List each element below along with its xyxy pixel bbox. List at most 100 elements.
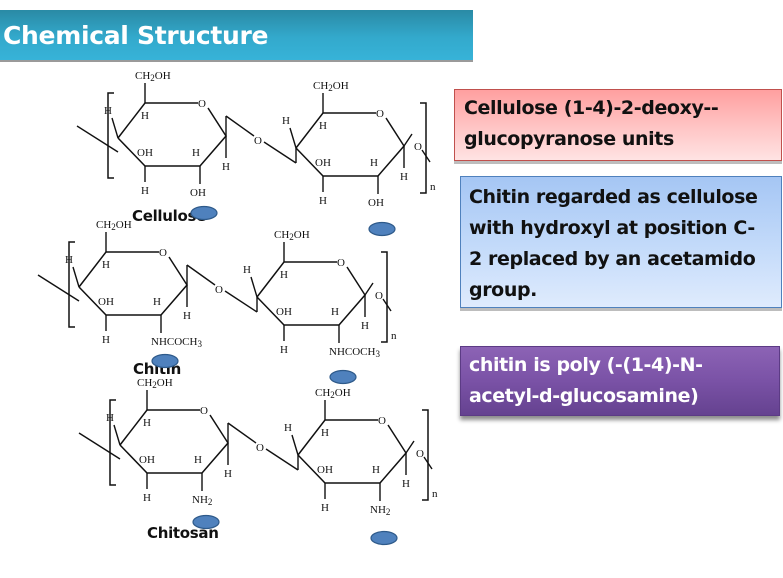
ring-oxygen-label: O xyxy=(337,257,345,269)
ring-bond xyxy=(297,419,378,456)
ch2oh-label: CH2OH xyxy=(137,377,173,390)
ring-bond xyxy=(381,251,388,343)
hydrogen-label: H xyxy=(321,502,329,514)
hydrogen-label: H xyxy=(284,422,292,434)
hydrogen-label: H xyxy=(183,310,191,322)
hydrogen-label: H xyxy=(370,157,378,169)
highlight-marker xyxy=(190,205,218,221)
hydrogen-label: H xyxy=(331,306,339,318)
c2-substituent-label: NHCOCH3 xyxy=(329,346,380,359)
chitin-note-line: Chitin regarded as cellulose xyxy=(469,186,758,208)
hydrogen-label: H xyxy=(224,468,232,480)
bond-line xyxy=(403,133,413,147)
highlight-marker xyxy=(192,514,220,530)
hydrogen-label: H xyxy=(104,105,112,117)
ring-oxygen-label: O xyxy=(200,405,208,417)
ring-oxygen-label: O xyxy=(198,98,206,110)
ring-bond xyxy=(295,112,376,149)
c2-substituent-label: OH xyxy=(190,187,206,199)
repeat-n-label: n xyxy=(432,488,438,500)
hydrogen-label: H xyxy=(141,185,149,197)
ring-oxygen-label: O xyxy=(378,415,386,427)
chitin-note-box: Chitin regarded as cellulose with hydrox… xyxy=(460,176,782,308)
hydroxyl-label: OH xyxy=(317,464,333,476)
ring-bond xyxy=(256,261,337,298)
ring-bond xyxy=(109,399,116,486)
chitin-note-line: 2 replaced by an acetamido xyxy=(469,248,756,270)
hydrogen-label: H xyxy=(372,464,380,476)
chitin-formula-box: chitin is poly (-(1-4)-N- acetyl-d-gluco… xyxy=(460,346,780,416)
ring-bond xyxy=(78,251,159,288)
highlight-marker xyxy=(329,369,357,385)
bond-line xyxy=(111,117,119,139)
hydrogen-label: H xyxy=(280,269,288,281)
hydrogen-label: H xyxy=(280,344,288,356)
hydrogen-label: H xyxy=(222,161,230,173)
ring-oxygen-label: O xyxy=(376,108,384,120)
bond-line xyxy=(250,276,258,298)
hydrogen-label: H xyxy=(153,296,161,308)
end-oxygen-label: O xyxy=(414,141,422,153)
hydrogen-label: H xyxy=(194,454,202,466)
bridge-oxygen-label: O xyxy=(215,284,223,296)
hydrogen-label: H xyxy=(243,264,251,276)
structure-chitin: OCH2OHHHOHHHNHCOCH3HOOCH2OHHHOHHHNHCOCH3… xyxy=(37,219,397,385)
hydroxyl-label: OH xyxy=(139,454,155,466)
hydrogen-label: H xyxy=(192,147,200,159)
bridge-oxygen-label: O xyxy=(256,442,264,454)
ring-bond xyxy=(117,102,198,139)
bond-line xyxy=(37,274,80,302)
chitin-formula-line: chitin is poly (-(1-4)-N- xyxy=(469,354,703,376)
end-oxygen-label: O xyxy=(416,448,424,460)
ring-bond xyxy=(422,409,429,501)
cellulose-note-line: glucopyranose units xyxy=(464,128,674,150)
bond-line xyxy=(72,266,80,288)
hydrogen-label: H xyxy=(143,417,151,429)
ring-bond xyxy=(420,102,427,194)
hydrogen-label: H xyxy=(106,412,114,424)
ch2oh-label: CH2OH xyxy=(313,80,349,93)
slide-title: Chemical Structure xyxy=(3,21,269,50)
hydrogen-label: H xyxy=(102,334,110,346)
ring-bond xyxy=(68,241,75,328)
ring-bond xyxy=(119,409,200,446)
cellulose-note-line: Cellulose (1-4)-2-deoxy-- xyxy=(464,97,719,119)
hydrogen-label: H xyxy=(402,478,410,490)
bond-line xyxy=(186,264,216,286)
hydroxyl-label: OH xyxy=(315,157,331,169)
repeat-n-label: n xyxy=(391,330,397,342)
hydrogen-label: H xyxy=(282,115,290,127)
hydrogen-label: H xyxy=(319,120,327,132)
hydroxyl-label: OH xyxy=(98,296,114,308)
c2-substituent-label: NH2 xyxy=(192,494,212,507)
ch2oh-label: CH2OH xyxy=(96,219,132,232)
chitin-formula-line: acetyl-d-glucosamine) xyxy=(469,385,699,407)
hydrogen-label: H xyxy=(102,259,110,271)
cellulose-note-box: Cellulose (1-4)-2-deoxy-- glucopyranose … xyxy=(454,89,782,161)
bond-line xyxy=(225,115,255,137)
bond-line xyxy=(113,424,121,446)
structure-label-cellulose: Cellulose xyxy=(132,207,206,225)
ch2oh-label: CH2OH xyxy=(315,387,351,400)
bridge-oxygen-label: O xyxy=(254,135,262,147)
ring-bond xyxy=(107,92,114,179)
highlight-marker xyxy=(368,221,396,237)
bond-line xyxy=(291,434,299,456)
repeat-n-label: n xyxy=(430,181,436,193)
ch2oh-label: CH2OH xyxy=(274,229,310,242)
hydrogen-label: H xyxy=(361,320,369,332)
hydrogen-label: H xyxy=(319,195,327,207)
chitin-note-line: with hydroxyl at position C- xyxy=(469,217,755,239)
highlight-marker xyxy=(370,530,398,546)
hydrogen-label: H xyxy=(400,171,408,183)
hydrogen-label: H xyxy=(141,110,149,122)
bond-line xyxy=(76,125,119,153)
c2-substituent-label: NH2 xyxy=(370,504,390,517)
bond-line xyxy=(263,141,297,164)
bond-line xyxy=(289,127,297,149)
bond-line xyxy=(78,432,121,460)
hydrogen-label: H xyxy=(321,427,329,439)
